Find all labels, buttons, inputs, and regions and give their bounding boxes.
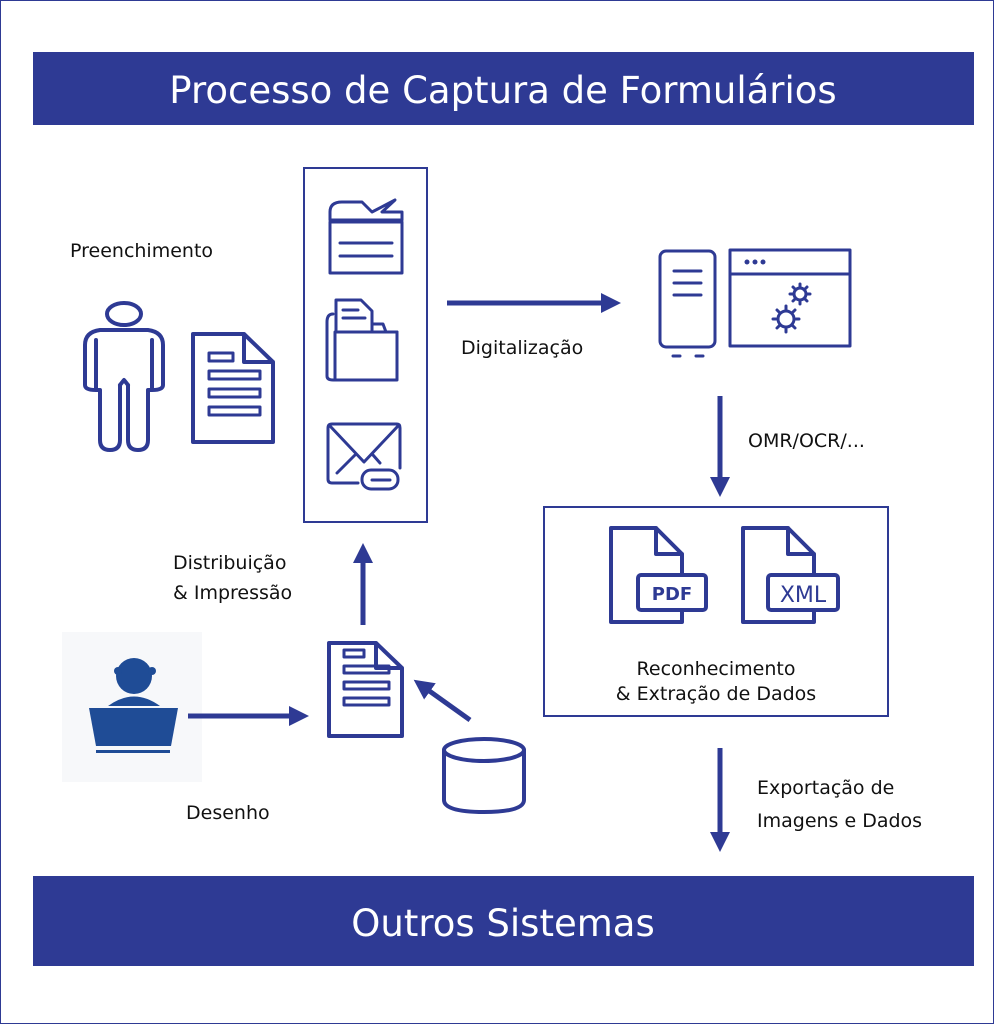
footer-title: Outros Sistemas [351,902,654,945]
xml-file-icon: XML [741,526,840,624]
scanner-icon [328,198,404,275]
footer-banner: Outros Sistemas [33,876,974,966]
page-title: Processo de Captura de Formulários [169,69,836,112]
folder-icon [325,298,399,382]
input-channels-box [303,167,428,523]
pdf-label: PDF [652,584,692,605]
label-desenho: Desenho [186,802,270,824]
arrow-database [413,679,472,723]
label-exportacao-1: Exportação de [757,777,894,799]
gear-icon [771,304,801,334]
form-template-icon [327,641,404,738]
gear-icon [788,282,812,306]
designer-at-laptop-icon [62,632,202,782]
server-icon [658,249,717,358]
pdf-file-icon: PDF [609,526,708,624]
label-preenchimento: Preenchimento [70,240,213,262]
xml-label: XML [780,583,827,608]
person-icon [83,301,165,452]
label-distribuicao-2: & Impressão [173,582,292,604]
database-icon [442,737,526,814]
form-document-icon [191,332,275,444]
email-attachment-icon [326,422,402,491]
label-digitalizacao: Digitalização [461,337,583,359]
label-reconhecimento-1: Reconhecimento [637,658,796,680]
label-distribuicao-1: Distribuição [173,552,286,574]
title-banner: Processo de Captura de Formulários [33,52,974,125]
software-window-gears-icon [728,248,852,348]
recognition-box [543,506,889,717]
label-reconhecimento-2: & Extração de Dados [616,683,816,705]
label-exportacao-2: Imagens e Dados [757,810,922,832]
label-omr-ocr: OMR/OCR/... [748,430,865,452]
